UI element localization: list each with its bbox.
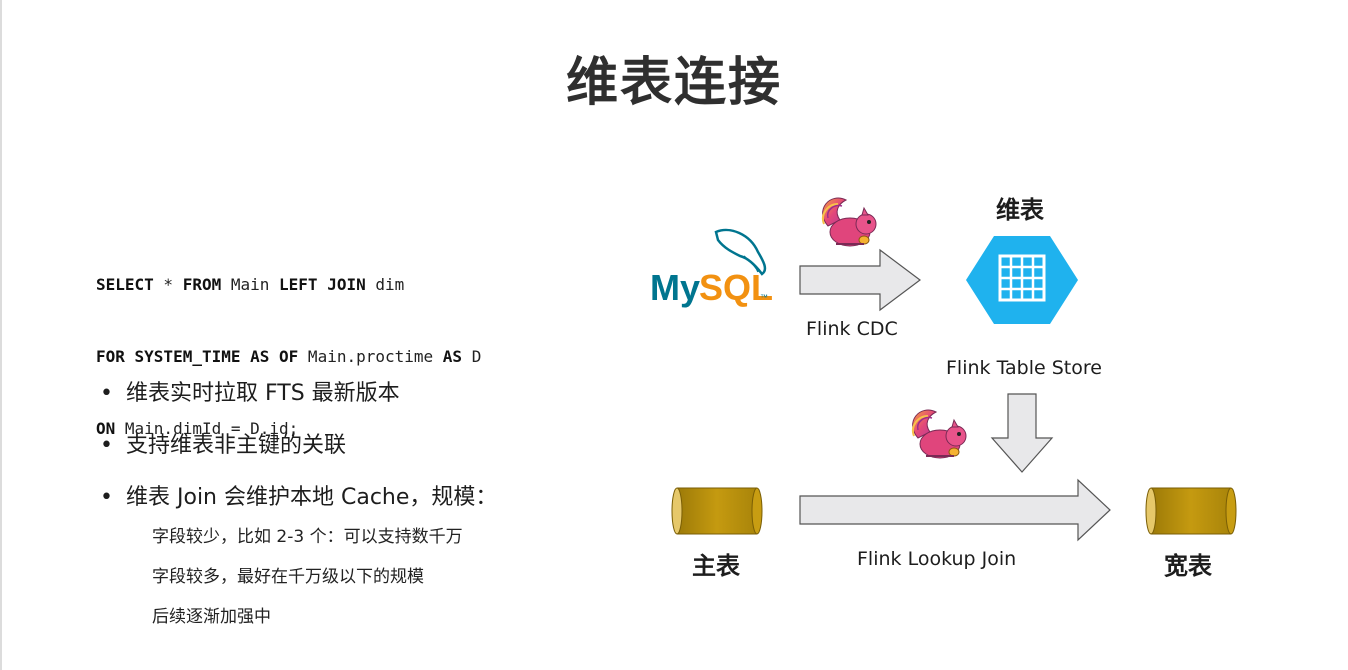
slide-title: 维表连接 [565, 53, 782, 113]
slide-edge [0, 0, 2, 670]
sub-bullet-item: 字段较多，最好在千万级以下的规模 [152, 567, 424, 587]
flink-squirrel-icon [911, 409, 967, 459]
dim-table-label: 维表 [996, 196, 1044, 224]
table-hexagon-icon [966, 236, 1078, 324]
cdc-arrow [799, 248, 921, 312]
lookup-join-label: Flink Lookup Join [857, 548, 1017, 570]
bullet-item: 维表实时拉取 FTS 最新版本 [96, 378, 497, 430]
lookup-join-arrow [799, 478, 1111, 542]
bullet-list: 维表实时拉取 FTS 最新版本 支持维表非主键的关联 维表 Join 会维护本地… [96, 378, 497, 534]
mysql-logo: My SQL ™ [650, 228, 773, 308]
cylinder-icon [1145, 487, 1237, 535]
table-store-label: Flink Table Store [946, 357, 1102, 379]
wide-table-label: 宽表 [1164, 552, 1212, 580]
sql-line-1: SELECT * FROM Main LEFT JOIN dim [96, 275, 405, 294]
down-arrow [990, 393, 1054, 473]
flink-cdc-label: Flink CDC [806, 318, 898, 340]
sql-line-2: FOR SYSTEM_TIME AS OF Main.proctime AS D [96, 347, 482, 366]
bullet-item: 支持维表非主键的关联 [96, 430, 497, 482]
sub-bullet-list: 字段较少，比如 2-3 个：可以支持数千万 字段较多，最好在千万级以下的规模 后… [152, 522, 463, 642]
mysql-my-text: My [650, 267, 700, 308]
bullet-item: 维表 Join 会维护本地 Cache，规模： [96, 482, 497, 534]
sub-bullet-item: 后续逐渐加强中 [152, 607, 271, 627]
cylinder-icon [671, 487, 763, 535]
mysql-sql-text: SQL [699, 267, 773, 308]
main-table-label: 主表 [692, 552, 740, 580]
flink-squirrel-icon [821, 197, 877, 247]
sub-bullet-item: 字段较少，比如 2-3 个：可以支持数千万 [152, 527, 463, 547]
mysql-tm-text: ™ [760, 293, 768, 302]
